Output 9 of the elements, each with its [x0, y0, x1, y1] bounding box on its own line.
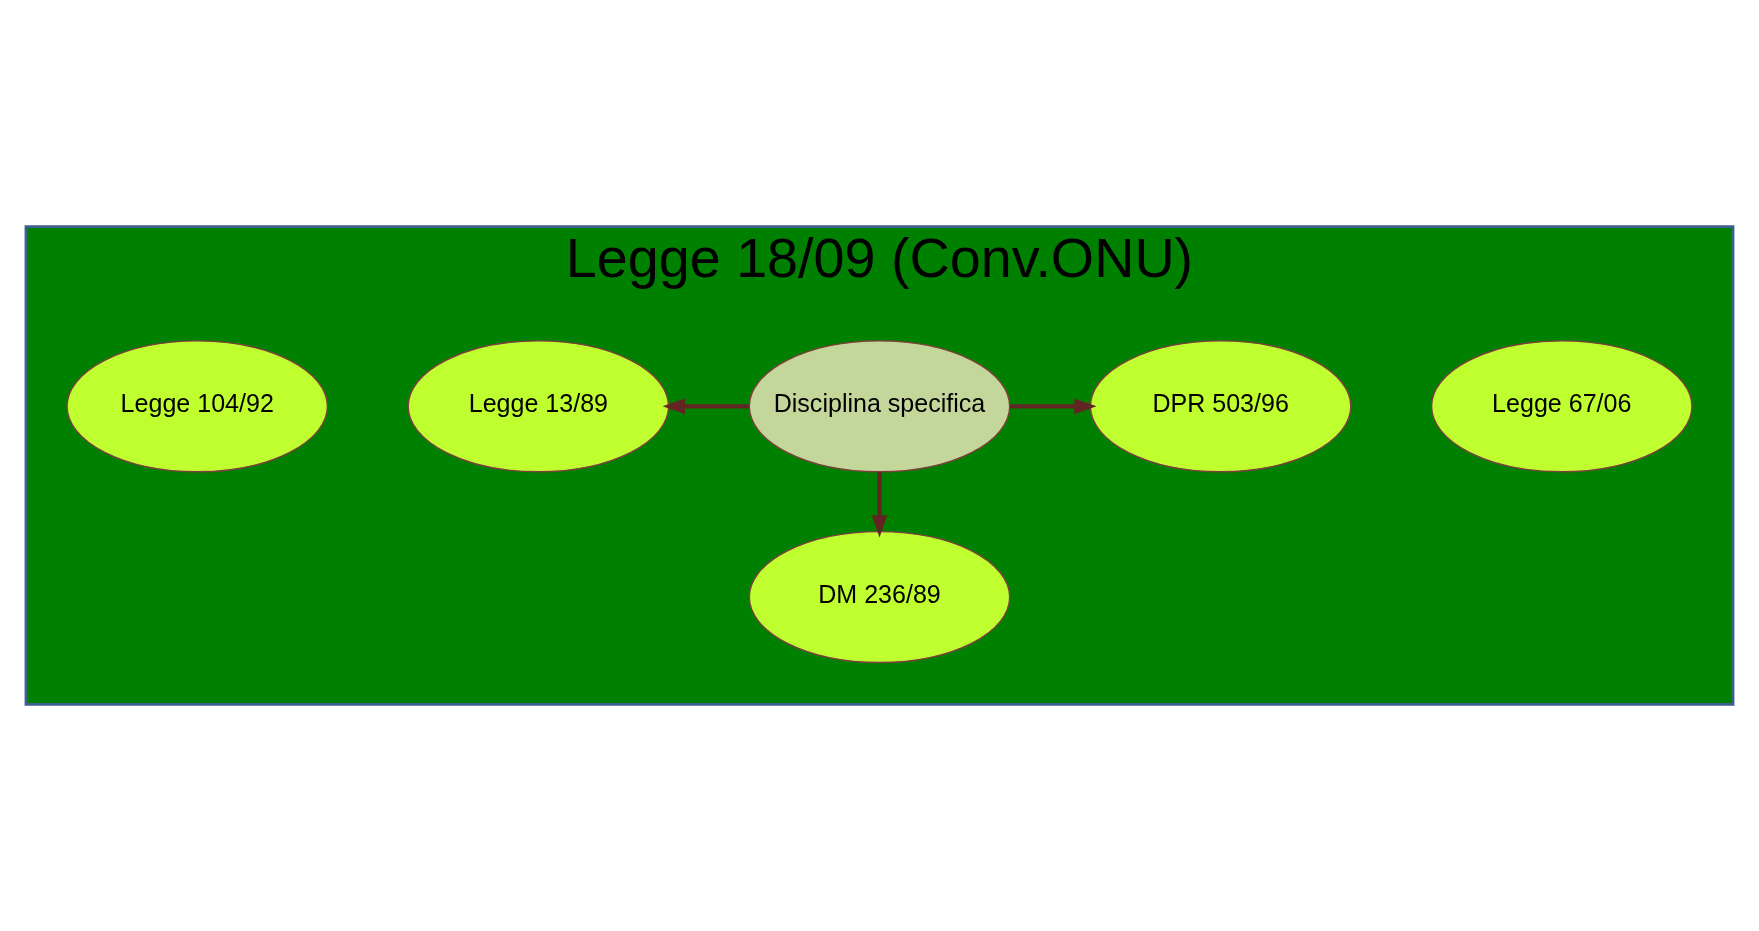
node-ellipse: DM 236/89 [748, 530, 1011, 664]
arrow [1010, 398, 1097, 415]
node-ellipse: Legge 67/06 [1430, 340, 1693, 473]
node-ellipse: Legge 13/89 [407, 340, 670, 473]
arrow [871, 471, 888, 538]
node-ellipse: Disciplina specifica [748, 340, 1011, 473]
node-ellipse: DPR 503/96 [1089, 340, 1352, 473]
arrow [662, 398, 750, 415]
node-ellipse: Legge 104/92 [66, 340, 329, 473]
